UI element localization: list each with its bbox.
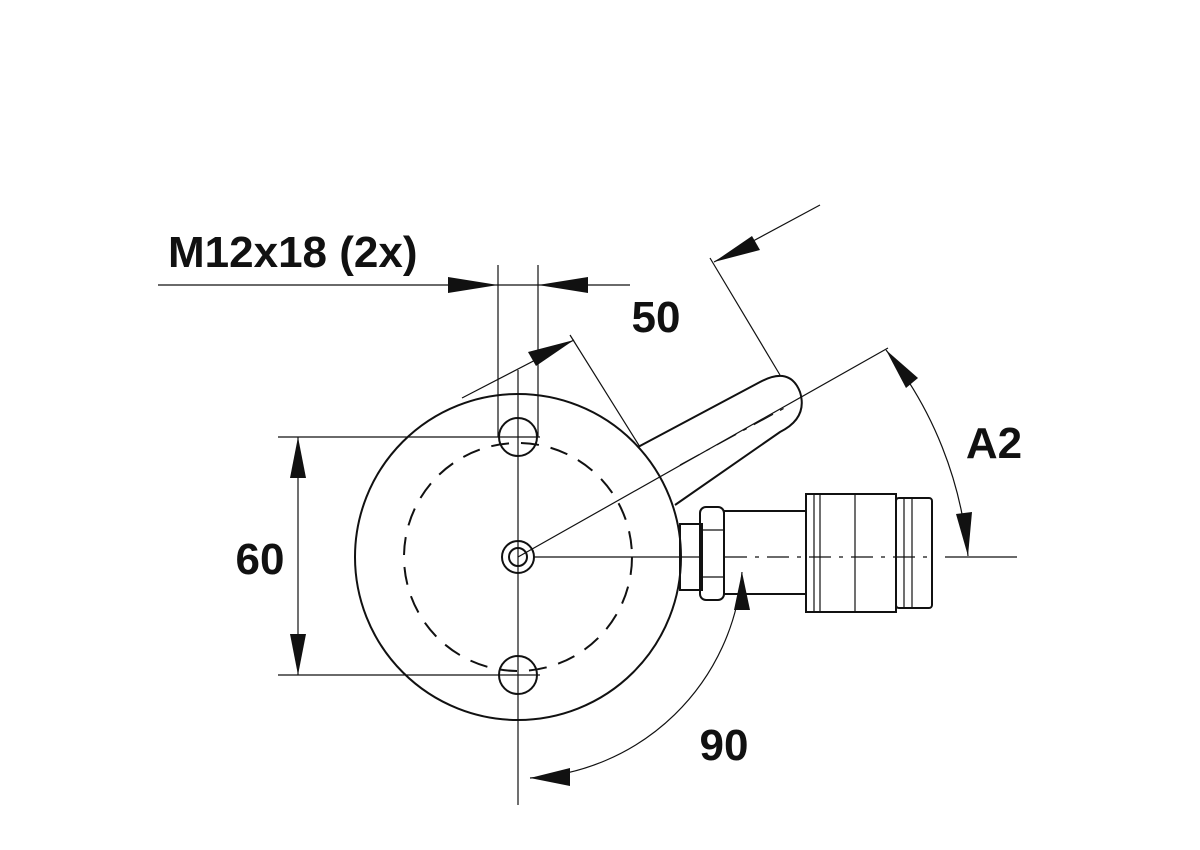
thread-label: M12x18 (2x) [168, 228, 417, 277]
angled-center-line [517, 347, 889, 558]
dim-60-label: 60 [236, 535, 285, 584]
dim-50-extension-upper [709, 257, 781, 376]
coupler-stem [723, 510, 807, 595]
hex-nut [699, 506, 725, 601]
dim-50-arrow-upper [714, 236, 760, 262]
dim-90-arrow-upper [734, 572, 750, 610]
fitting-neck [679, 523, 703, 591]
dim-90-label: 90 [700, 721, 749, 770]
coupler-sleeve [895, 497, 933, 609]
dim-a2-arc [885, 349, 969, 557]
thread-arrow-right [538, 277, 588, 293]
dim-50-arrow-lower [528, 340, 574, 366]
handle-outline [637, 374, 803, 506]
thread-arrow-left [448, 277, 498, 293]
dim-a2-label: A2 [966, 419, 1022, 468]
dim-90-arrow-lower [530, 768, 570, 786]
dim-90-arc [529, 571, 743, 779]
dim-60-arrow-top [290, 437, 306, 478]
dim-60-arrow-bottom [290, 634, 306, 675]
dim-50-label: 50 [632, 293, 681, 342]
dim-50-extension-lower [569, 334, 641, 448]
dim-a2-arrow-lower [956, 512, 972, 556]
dim-a2-arrow-upper [886, 350, 918, 388]
